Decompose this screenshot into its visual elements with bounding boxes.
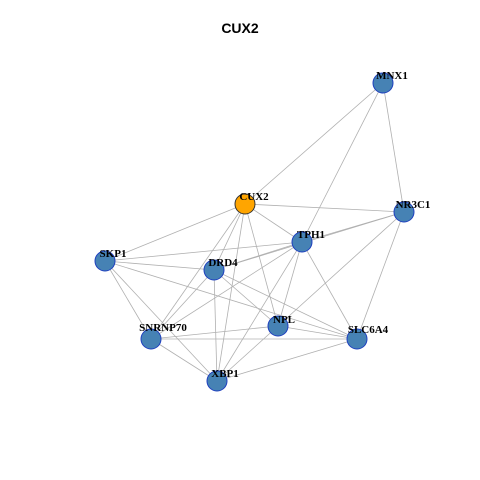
edge-skp1-xbp1 [104, 260, 218, 382]
edge-layer [104, 82, 405, 382]
edge-drd4-snrnp70 [150, 269, 215, 340]
edge-snrnp70-npl [150, 325, 279, 340]
edge-nr3c1-npl [277, 211, 405, 327]
edge-cux2-skp1 [104, 203, 246, 262]
node-label-cux2: CUX2 [239, 191, 269, 203]
node-label-nr3c1: NR3C1 [396, 199, 431, 211]
node-mnx1 [372, 72, 394, 94]
edge-cux2-drd4 [213, 203, 246, 271]
node-layer [94, 72, 415, 392]
edge-tph1-xbp1 [216, 241, 303, 382]
edge-drd4-npl [213, 269, 279, 327]
node-label-mnx1: MNX1 [376, 70, 408, 82]
edge-npl-slc6a4 [277, 325, 358, 340]
edge-tph1-npl [277, 241, 303, 327]
edge-snrnp70-xbp1 [150, 338, 218, 382]
node-label-xbp1: XBP1 [211, 368, 239, 380]
node-cux2 [234, 193, 256, 215]
node-tph1 [291, 231, 313, 253]
node-slc6a4 [346, 328, 368, 350]
edge-tph1-skp1 [104, 241, 303, 262]
edge-nr3c1-slc6a4 [356, 211, 405, 340]
edge-tph1-drd4 [213, 241, 303, 271]
node-label-skp1: SKP1 [100, 248, 127, 260]
node-npl [267, 315, 289, 337]
node-xbp1 [206, 370, 228, 392]
edge-cux2-tph1 [244, 203, 303, 243]
node-snrnp70 [140, 328, 162, 350]
edge-mnx1-nr3c1 [382, 82, 405, 213]
edge-slc6a4-xbp1 [216, 338, 358, 382]
edge-tph1-slc6a4 [301, 241, 358, 340]
node-drd4 [203, 259, 225, 281]
edge-mnx1-tph1 [301, 82, 384, 243]
edge-cux2-npl [244, 203, 279, 327]
node-label-tph1: TPH1 [297, 229, 325, 241]
edge-skp1-slc6a4 [104, 260, 358, 340]
edge-tph1-snrnp70 [150, 241, 303, 340]
edge-npl-xbp1 [216, 325, 279, 382]
node-nr3c1 [393, 201, 415, 223]
edge-drd4-slc6a4 [213, 269, 358, 340]
node-skp1 [94, 250, 116, 272]
edge-cux2-snrnp70 [150, 203, 246, 340]
node-label-slc6a4: SLC6A4 [348, 324, 389, 336]
edge-cux2-nr3c1 [244, 203, 405, 213]
edge-skp1-drd4 [104, 260, 215, 271]
node-label-drd4: DRD4 [208, 257, 238, 269]
edge-drd4-xbp1 [213, 269, 218, 382]
node-label-snrnp70: SNRNP70 [139, 322, 187, 334]
edge-cux2-xbp1 [216, 203, 246, 382]
edge-skp1-snrnp70 [104, 260, 152, 340]
edge-cux2-mnx1 [244, 82, 384, 205]
chart-title: CUX2 [221, 20, 259, 36]
node-label-npl: NPL [273, 314, 295, 326]
